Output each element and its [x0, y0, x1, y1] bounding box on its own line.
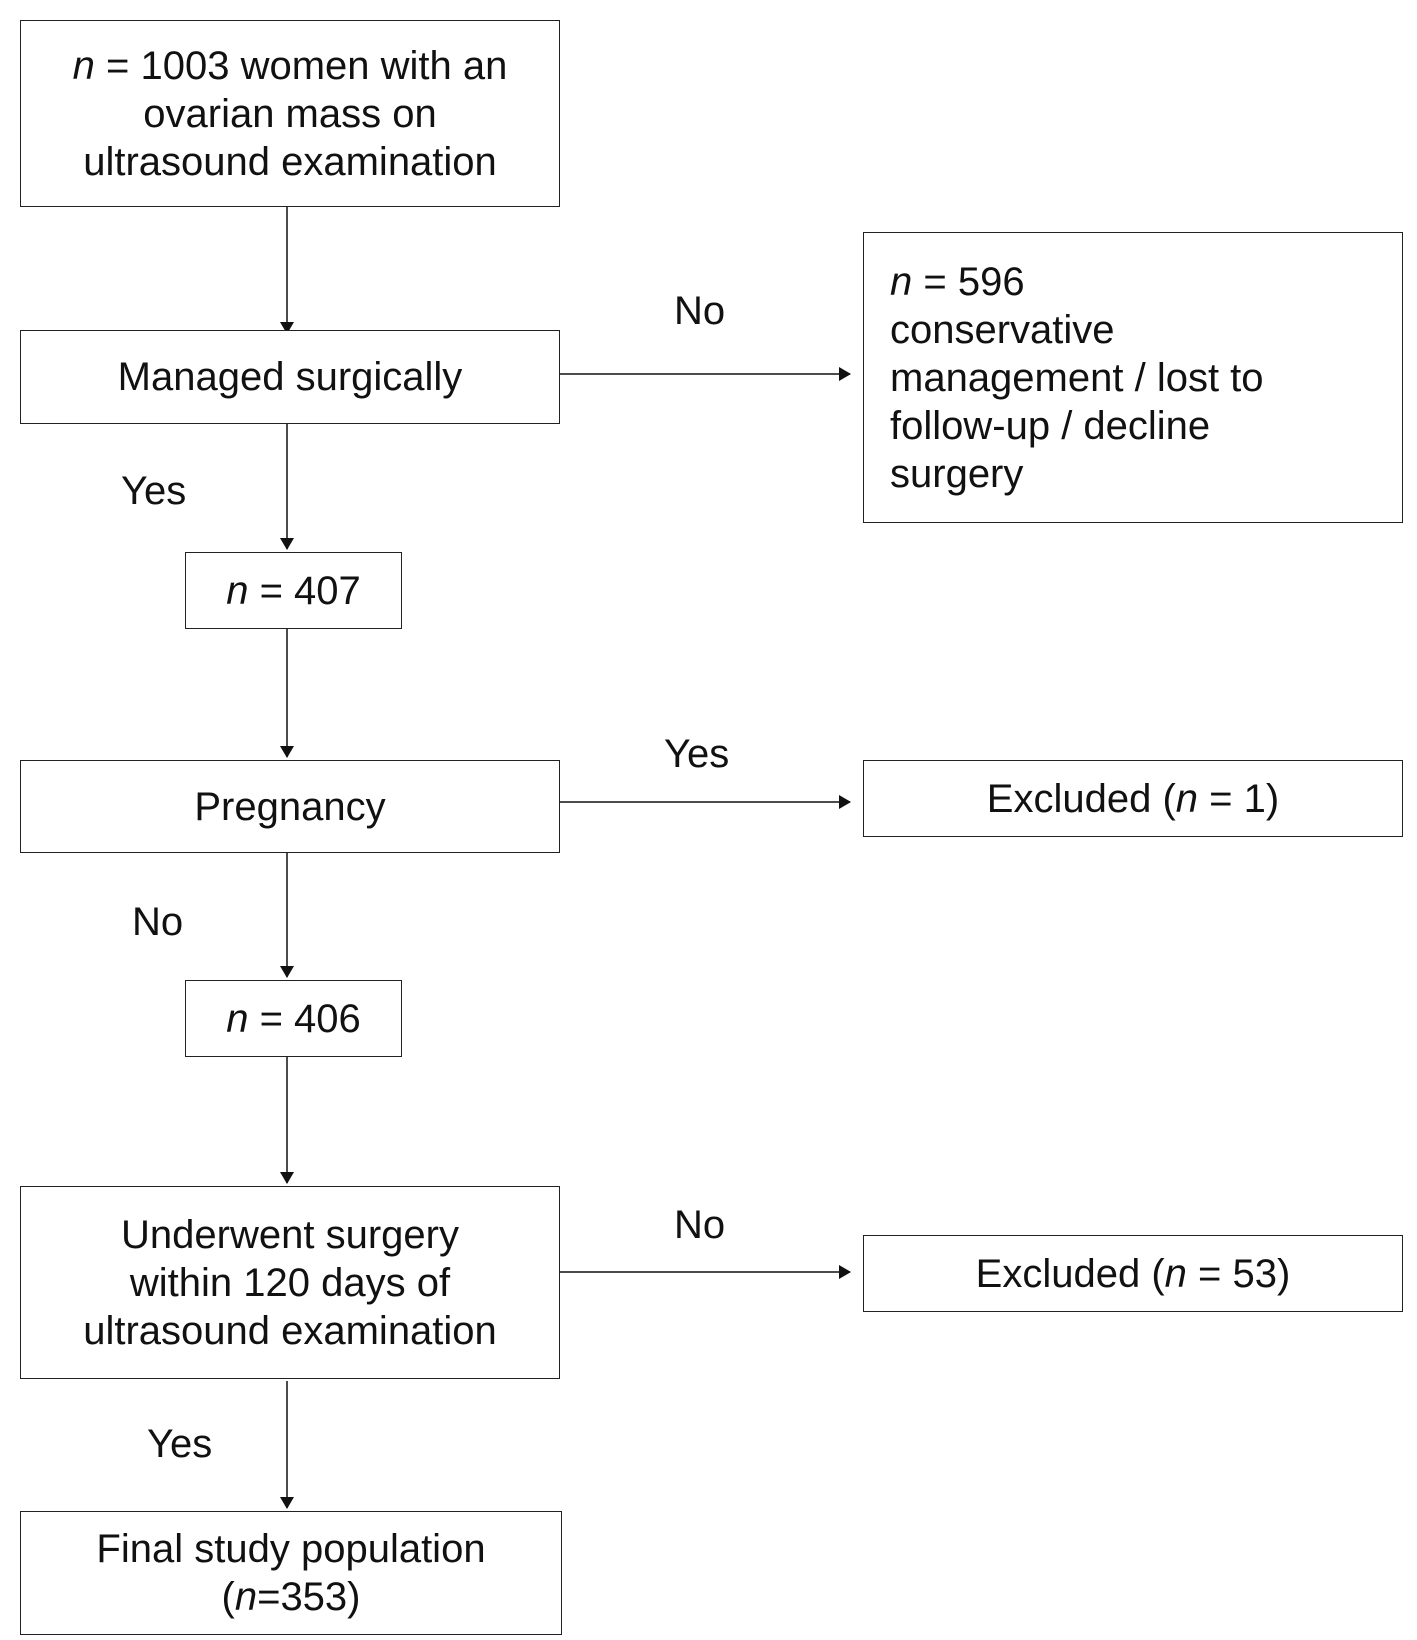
underwent-line-3: ultrasound examination	[83, 1308, 497, 1353]
underwent-line-1: Underwent surgery	[121, 1212, 459, 1257]
label-no-managed: No	[674, 289, 726, 333]
excluded53-prefix: Excluded (	[975, 1251, 1165, 1296]
box-excluded-53: Excluded (n = 53)	[863, 1235, 1403, 1312]
conservative-count: = 596	[923, 259, 1025, 304]
box-conservative-management: n = 596 conservative management / lost t…	[863, 232, 1403, 523]
n-symbol: n	[226, 568, 249, 613]
n-symbol: n	[1164, 1251, 1187, 1296]
label-yes-pregnancy: Yes	[664, 732, 730, 776]
excluded53-suffix: = 53)	[1198, 1251, 1291, 1296]
n407-text: = 407	[259, 568, 361, 613]
label-no-underwent: No	[674, 1203, 726, 1247]
label-yes-underwent: Yes	[147, 1422, 213, 1466]
n-symbol: n	[72, 43, 95, 88]
label-yes-managed: Yes	[121, 469, 187, 513]
box-pregnancy: Pregnancy	[20, 760, 560, 853]
excluded1-suffix: = 1)	[1209, 776, 1280, 821]
box-excluded-1: Excluded (n = 1)	[863, 760, 1403, 837]
n-symbol: n	[234, 1575, 258, 1619]
final-open-paren: (	[221, 1575, 235, 1619]
box-final-population: Final study population (n=353)	[20, 1511, 562, 1635]
final-line-1: Final study population	[96, 1527, 486, 1571]
label-no-pregnancy: No	[132, 900, 184, 944]
conservative-line-2: management / lost to	[890, 355, 1264, 400]
excluded1-prefix: Excluded (	[986, 776, 1176, 821]
box-start-population: n = 1003 women with an ovarian mass on u…	[20, 20, 560, 207]
start-line-1: = 1003 women with an	[106, 43, 508, 88]
n406-text: = 406	[259, 996, 361, 1041]
n-symbol: n	[1175, 776, 1199, 821]
n-symbol: n	[226, 996, 249, 1041]
start-line-3: ultrasound examination	[83, 139, 497, 184]
underwent-line-2: within 120 days of	[129, 1260, 451, 1305]
n-symbol: n	[890, 259, 913, 304]
box-managed-surgically: Managed surgically	[20, 330, 560, 424]
conservative-line-3: follow-up / decline	[890, 403, 1211, 448]
conservative-line-1: conservative	[890, 307, 1115, 352]
managed-text: Managed surgically	[117, 355, 463, 399]
pregnancy-text: Pregnancy	[194, 784, 386, 829]
conservative-line-4: surgery	[890, 451, 1024, 496]
box-n-406: n = 406	[185, 980, 402, 1057]
final-count: =353)	[257, 1575, 361, 1619]
box-n-407: n = 407	[185, 552, 402, 629]
box-underwent-surgery: Underwent surgery within 120 days of ult…	[20, 1186, 560, 1379]
start-line-2: ovarian mass on	[143, 91, 437, 136]
